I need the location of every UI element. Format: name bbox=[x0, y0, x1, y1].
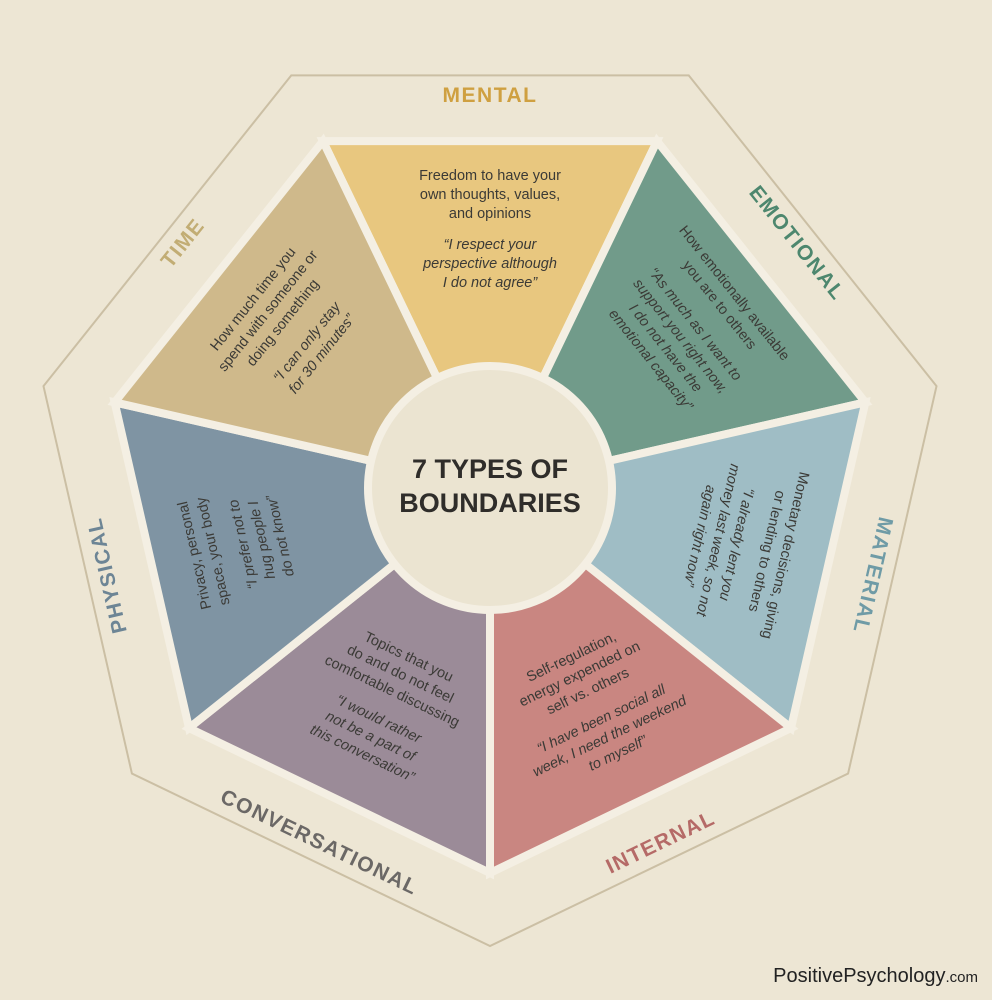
sector-label-time: TIME bbox=[157, 214, 210, 272]
center-title-line2: BOUNDARIES bbox=[399, 488, 581, 518]
sector-quote-line: perspective although bbox=[422, 256, 557, 272]
sector-label-internal: INTERNAL bbox=[603, 807, 719, 879]
sector-label-mental: MENTAL bbox=[443, 84, 538, 107]
brand-suffix: .com bbox=[945, 969, 978, 986]
sector-time bbox=[107, 133, 498, 494]
sector-label-physical: PHYSICAL bbox=[83, 515, 132, 635]
sector-description-line: and opinions bbox=[449, 206, 531, 222]
sector-label-material: MATERIAL bbox=[848, 515, 897, 636]
sector-description-line: own thoughts, values, bbox=[420, 187, 560, 203]
sector-quote-line: “I respect your bbox=[444, 237, 538, 253]
center-title-line1: 7 TYPES OF bbox=[412, 454, 568, 484]
sector-quote-line: I do not agree” bbox=[443, 275, 538, 291]
brand-name: PositivePsychology bbox=[773, 965, 946, 987]
sector-text-mental: Freedom to have your own thoughts, values… bbox=[419, 168, 561, 291]
outer-heptagon bbox=[42, 74, 938, 948]
footer-brand: PositivePsychology.com bbox=[773, 965, 978, 988]
sector-description-line: Freedom to have your bbox=[419, 168, 561, 184]
center-circle bbox=[364, 362, 616, 614]
